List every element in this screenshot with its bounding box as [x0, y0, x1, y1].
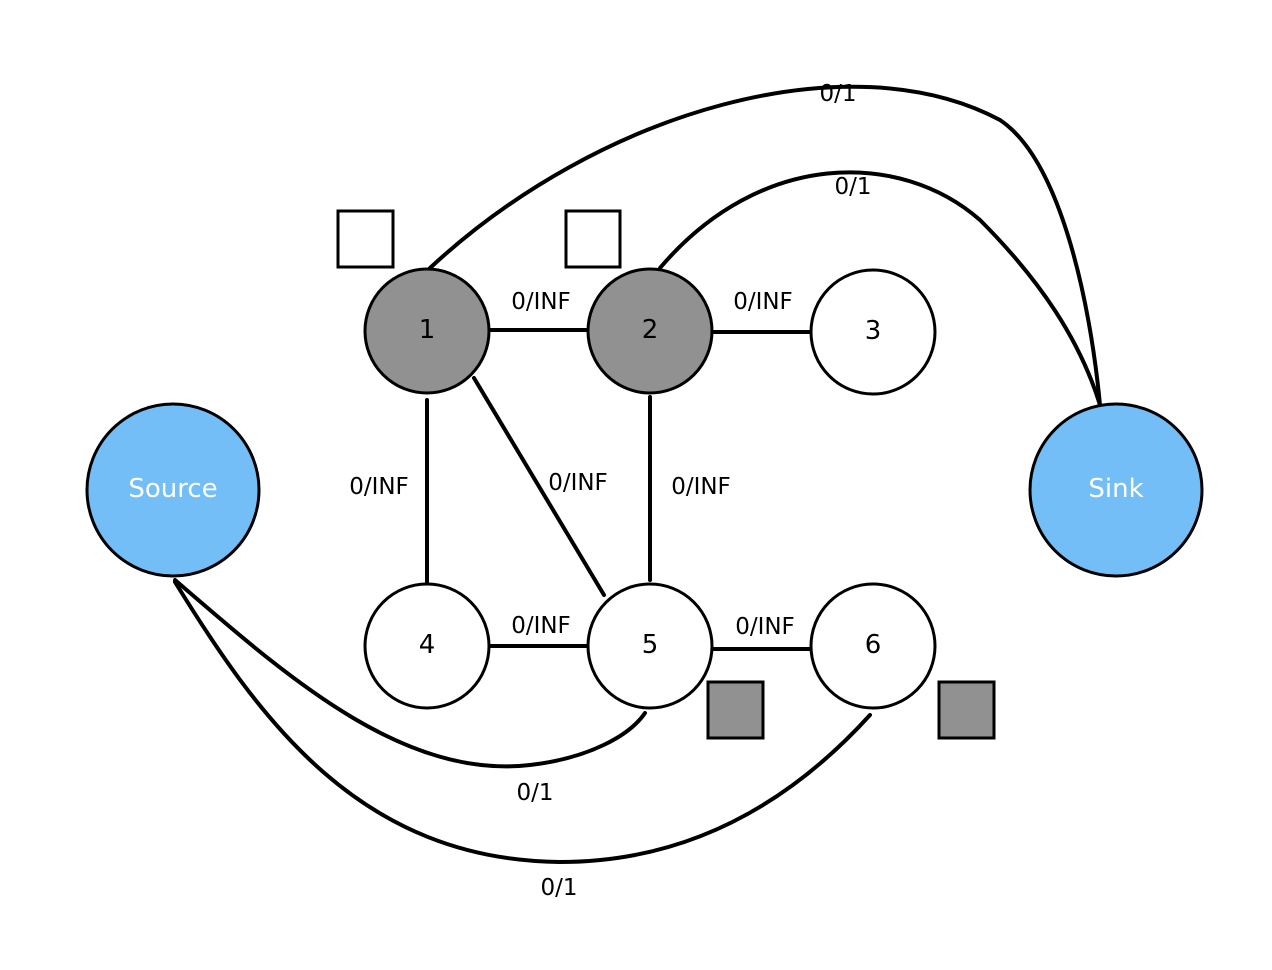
edge-label-1-2: 0/INF [511, 289, 571, 315]
edge-label-1-4: 0/INF [349, 474, 409, 500]
marker-box-node-6 [937, 680, 996, 740]
node-6-label: 6 [865, 630, 882, 660]
edge-label-1-sink: 0/1 [819, 81, 856, 107]
marker-box-node-1 [336, 209, 395, 269]
node-4-label: 4 [419, 630, 436, 660]
node-sink[interactable] [1028, 402, 1204, 578]
node-3-label: 3 [865, 316, 882, 346]
edge-source-5 [173, 578, 647, 769]
edge-label-2-5: 0/INF [671, 474, 731, 500]
node-5[interactable] [586, 582, 714, 710]
marker-box-node-5 [706, 680, 765, 740]
edge-label-4-5: 0/INF [511, 613, 571, 639]
node-source[interactable] [85, 402, 261, 578]
edge-label-1-5: 0/INF [548, 470, 608, 496]
node-2[interactable] [586, 267, 714, 395]
node-source-label: Source [128, 474, 217, 504]
edge-label-2-3: 0/INF [733, 289, 793, 315]
node-1-label: 1 [419, 315, 436, 345]
edge-label-2-sink: 0/1 [834, 174, 871, 200]
node-2-label: 2 [642, 315, 659, 345]
node-6[interactable] [809, 582, 937, 710]
node-5-label: 5 [642, 630, 659, 660]
edge-1-5 [472, 376, 606, 597]
edge-1-sink [428, 84, 1102, 407]
edge-source-6 [173, 580, 872, 865]
edge-2-sink [658, 170, 1102, 407]
node-3[interactable] [809, 268, 937, 396]
node-4[interactable] [363, 582, 491, 710]
edge-label-source-6: 0/1 [540, 875, 577, 901]
edge-label-source-5: 0/1 [516, 780, 553, 806]
edge-label-5-6: 0/INF [735, 614, 795, 640]
node-sink-label: Sink [1088, 474, 1143, 504]
marker-box-node-2 [564, 209, 622, 269]
node-1[interactable] [363, 267, 491, 395]
